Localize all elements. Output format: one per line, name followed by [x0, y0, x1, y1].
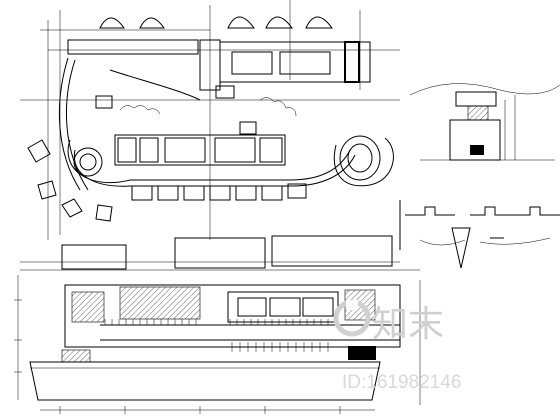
section-details	[399, 83, 560, 269]
watermark-id: ID:161982146	[342, 372, 461, 393]
stool-row-bottom	[131, 183, 307, 201]
bar-floor-plan	[20, 0, 400, 240]
watermark: 知末 ID:161982146	[333, 299, 461, 393]
stool-row-top	[99, 16, 333, 29]
bar-elevation	[14, 235, 421, 414]
zhimo-logo-icon	[333, 299, 371, 337]
watermark-brand: 知末	[372, 303, 444, 344]
bottle-shelf	[100, 319, 400, 352]
